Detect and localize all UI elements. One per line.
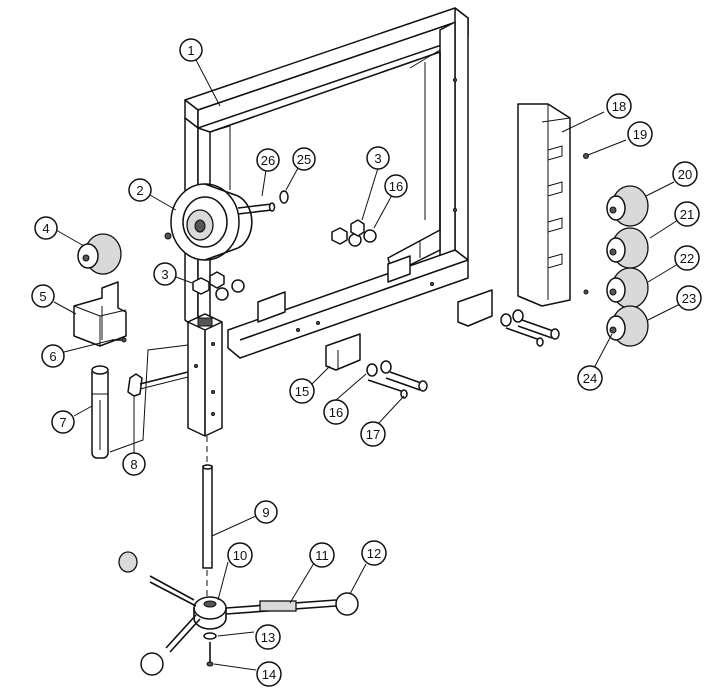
svg-text:3: 3 bbox=[374, 151, 381, 166]
svg-text:26: 26 bbox=[261, 153, 275, 168]
svg-text:16: 16 bbox=[389, 179, 403, 194]
svg-text:24: 24 bbox=[583, 371, 597, 386]
svg-text:5: 5 bbox=[39, 289, 46, 304]
svg-text:11: 11 bbox=[315, 548, 329, 563]
bracket-u bbox=[73, 281, 127, 347]
callout-25: 25 bbox=[292, 147, 316, 171]
callout-14: 14 bbox=[256, 661, 282, 687]
callout-11: 11 bbox=[309, 542, 335, 568]
svg-text:17: 17 bbox=[366, 427, 380, 442]
callout-24: 24 bbox=[577, 365, 603, 391]
callout-7: 7 bbox=[51, 410, 75, 434]
svg-text:22: 22 bbox=[680, 251, 694, 266]
svg-text:14: 14 bbox=[262, 667, 276, 682]
leader-lines bbox=[53, 59, 681, 671]
callout-22: 22 bbox=[674, 245, 700, 271]
callout-1: 1 bbox=[179, 38, 203, 62]
callout-18: 18 bbox=[606, 93, 632, 119]
bottom-mounts bbox=[325, 289, 560, 399]
callout-9: 9 bbox=[254, 500, 278, 524]
svg-text:19: 19 bbox=[633, 127, 647, 142]
callout-10: 10 bbox=[227, 542, 253, 568]
roller-rack bbox=[517, 103, 589, 307]
callout-17: 17 bbox=[360, 421, 386, 447]
callout-16-lower: 16 bbox=[323, 399, 349, 425]
callout-13: 13 bbox=[255, 624, 281, 650]
svg-text:23: 23 bbox=[682, 291, 696, 306]
svg-text:16: 16 bbox=[329, 405, 343, 420]
callout-19: 19 bbox=[627, 121, 653, 147]
callout-16-upper: 16 bbox=[384, 174, 408, 198]
svg-text:9: 9 bbox=[262, 505, 269, 520]
svg-text:7: 7 bbox=[59, 415, 66, 430]
svg-text:6: 6 bbox=[49, 349, 56, 364]
svg-text:20: 20 bbox=[678, 167, 692, 182]
callout-6: 6 bbox=[41, 344, 65, 368]
square-column bbox=[109, 313, 223, 453]
pin-and-post bbox=[91, 337, 127, 459]
callout-4: 4 bbox=[34, 216, 58, 240]
nuts-washers-left bbox=[192, 271, 245, 301]
callout-23: 23 bbox=[676, 285, 702, 311]
svg-text:13: 13 bbox=[261, 630, 275, 645]
svg-text:2: 2 bbox=[136, 183, 143, 198]
callout-21: 21 bbox=[674, 201, 700, 227]
callout-8: 8 bbox=[122, 452, 146, 476]
main-frame bbox=[184, 7, 469, 359]
caster-wheel-small bbox=[77, 233, 122, 275]
svg-text:15: 15 bbox=[295, 384, 309, 399]
callout-5: 5 bbox=[31, 284, 55, 308]
svg-text:12: 12 bbox=[367, 546, 381, 561]
svg-text:18: 18 bbox=[612, 99, 626, 114]
svg-text:8: 8 bbox=[130, 457, 137, 472]
svg-text:3: 3 bbox=[161, 267, 168, 282]
nuts-washers-upper bbox=[331, 219, 377, 247]
shaft bbox=[202, 436, 213, 596]
hub-assembly bbox=[118, 551, 359, 676]
callout-15: 15 bbox=[289, 378, 315, 404]
callout-3-upper: 3 bbox=[366, 146, 390, 170]
svg-text:25: 25 bbox=[297, 152, 311, 167]
callouts: 1 2 26 25 3 16 4 3 5 6 7 8 9 10 11 12 13… bbox=[31, 38, 702, 687]
callout-26: 26 bbox=[256, 148, 280, 172]
svg-text:1: 1 bbox=[187, 43, 194, 58]
callout-20: 20 bbox=[672, 161, 698, 187]
roller-stack bbox=[606, 185, 649, 347]
svg-text:10: 10 bbox=[233, 548, 247, 563]
t-handle-bolt bbox=[127, 371, 189, 397]
svg-text:4: 4 bbox=[42, 221, 49, 236]
callout-12: 12 bbox=[361, 540, 387, 566]
callout-3-left: 3 bbox=[153, 262, 177, 286]
callout-2: 2 bbox=[128, 178, 152, 202]
wheel-assembly bbox=[164, 183, 289, 261]
svg-text:21: 21 bbox=[680, 207, 694, 222]
